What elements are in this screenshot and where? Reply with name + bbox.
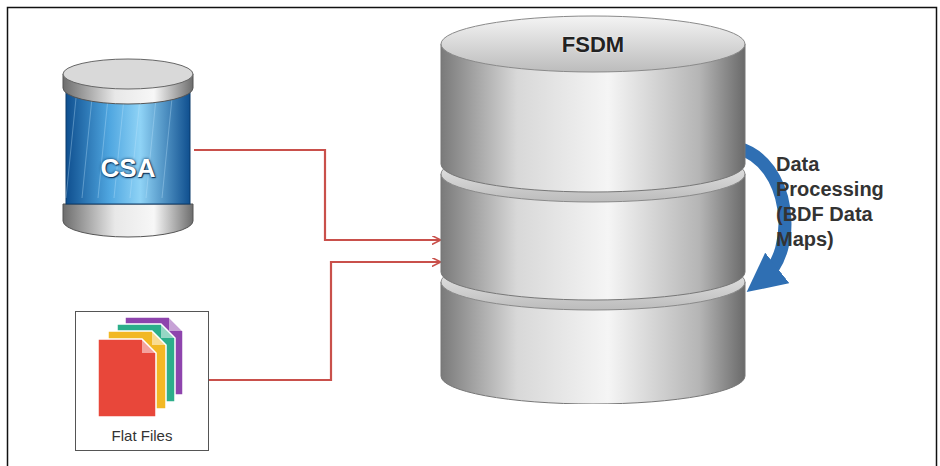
target-database: FSDM (440, 14, 746, 404)
stack-outline (440, 14, 746, 404)
cyl-outline (62, 58, 194, 238)
node-label: FSDM (440, 32, 746, 57)
flow-arrow (209, 262, 440, 380)
node-label: Flat Files (75, 427, 209, 444)
flat-files-box: Flat Files (75, 311, 209, 451)
source-database: CSA (62, 58, 194, 238)
process-label: Data Processing (BDF Data Maps) (776, 152, 932, 252)
flow-arrow (194, 150, 440, 240)
outer-frame (8, 8, 937, 466)
node-label: CSA (62, 154, 194, 184)
